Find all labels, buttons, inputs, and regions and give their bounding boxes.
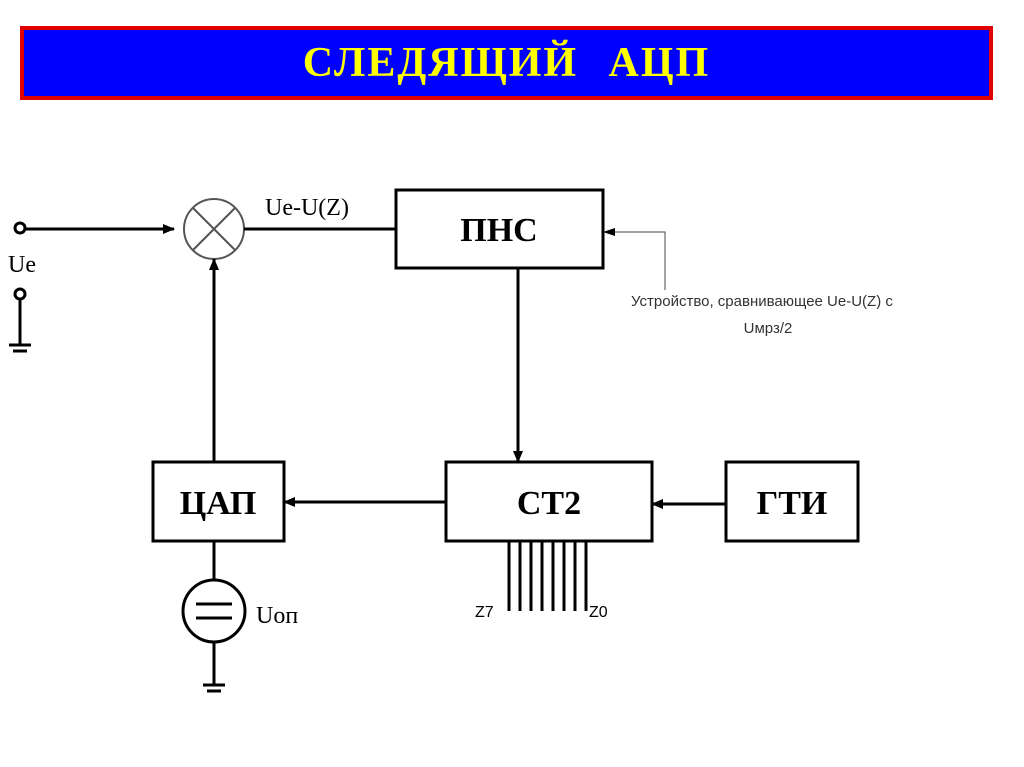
pin-msb-label: Z7 bbox=[475, 604, 494, 621]
ground-icon bbox=[203, 683, 225, 693]
input-terminal-top bbox=[13, 221, 27, 235]
annotation-line1: Устройство, сравнивающее Ue-U(Z) с bbox=[631, 293, 893, 310]
output-pins bbox=[507, 541, 588, 611]
cap-block-label: ЦАП bbox=[180, 485, 257, 522]
ground-icon bbox=[9, 343, 31, 353]
reference-source-icon bbox=[181, 578, 247, 644]
st2-block: СТ2 bbox=[444, 460, 654, 543]
cap-block: ЦАП bbox=[151, 460, 286, 543]
pns-block: ПНС bbox=[394, 188, 605, 270]
page-title: СЛЕДЯЩИЙ АЦП bbox=[302, 40, 711, 86]
difference-label: Ue-U(Z) bbox=[265, 195, 349, 221]
title-banner: СЛЕДЯЩИЙ АЦП bbox=[20, 26, 993, 100]
gti-block-label: ГТИ bbox=[757, 485, 828, 522]
annotation-leader bbox=[615, 231, 666, 290]
input-label: Ue bbox=[8, 252, 36, 278]
annotation-line2: Uмрз/2 bbox=[744, 320, 793, 337]
pns-block-label: ПНС bbox=[460, 212, 537, 249]
st2-block-label: СТ2 bbox=[517, 485, 581, 522]
gti-block: ГТИ bbox=[724, 460, 860, 543]
summing-node-icon bbox=[183, 198, 245, 260]
reference-label: Uоп bbox=[256, 603, 298, 629]
input-terminal-bottom bbox=[13, 287, 27, 345]
pin-lsb-label: Z0 bbox=[589, 604, 608, 621]
